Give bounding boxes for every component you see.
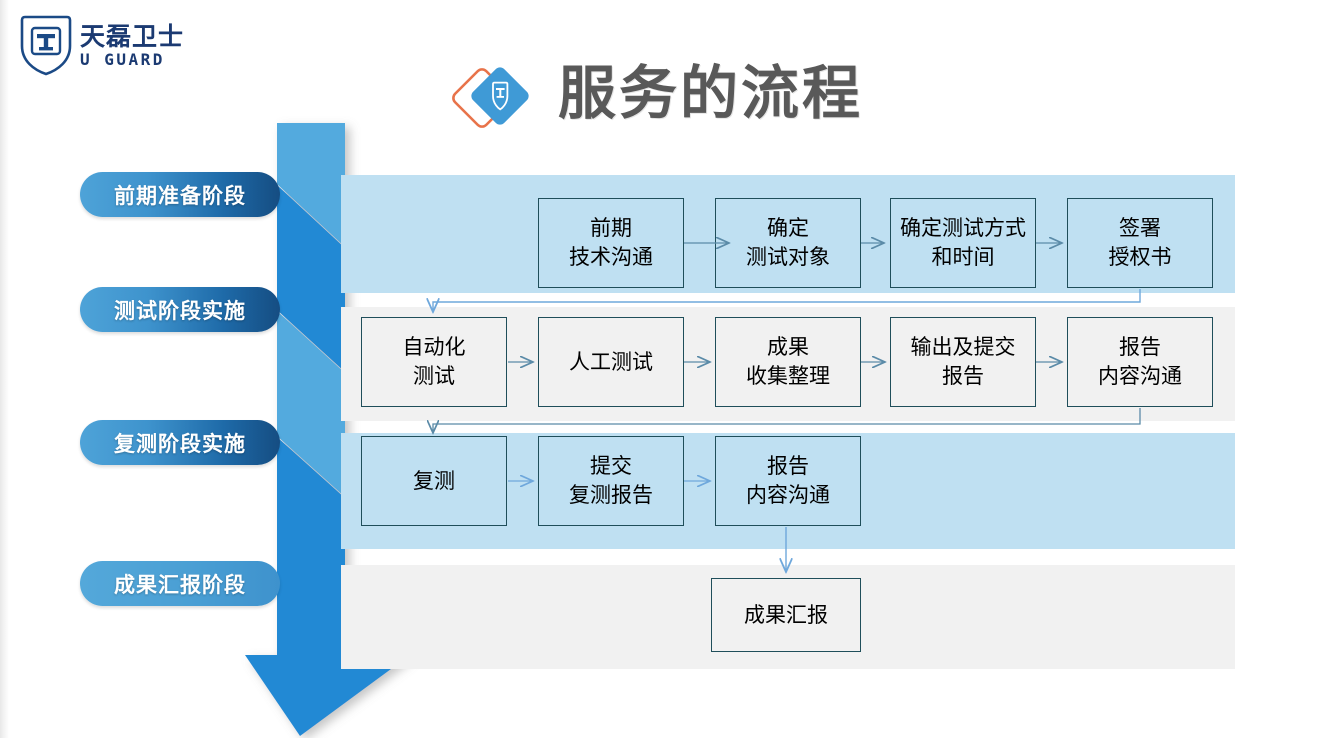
flow-box-r4-c1[interactable]: 成果汇报 [711, 578, 861, 652]
stage-label-report[interactable]: 成果汇报阶段 [80, 561, 280, 606]
flow-box-r2-c2[interactable]: 人工测试 [538, 317, 684, 407]
stage-band-row-3 [341, 433, 1235, 549]
stage-band-row-1 [341, 175, 1235, 293]
flow-box-r2-c1[interactable]: 自动化 测试 [361, 317, 507, 407]
flow-box-r2-c4[interactable]: 输出及提交 报告 [890, 317, 1036, 407]
left-edge-strip [0, 0, 9, 738]
flow-box-r1-c4[interactable]: 签署 授权书 [1067, 198, 1213, 288]
flow-box-r3-c1[interactable]: 复测 [361, 436, 507, 526]
brand-logo-text: 天磊卫士 U GUARD [80, 24, 184, 69]
brand-name-cn: 天磊卫士 [80, 22, 185, 51]
flow-box-r1-c3[interactable]: 确定测试方式 和时间 [890, 198, 1036, 288]
page-title: 服务的流程 [558, 59, 864, 127]
flow-box-r1-c1[interactable]: 前期 技术沟通 [538, 198, 684, 288]
flow-box-r3-c3[interactable]: 报告 内容沟通 [715, 436, 861, 526]
stage-label-testing[interactable]: 测试阶段实施 [80, 287, 280, 332]
stage-band-row-2 [341, 307, 1235, 421]
flow-box-r1-c2[interactable]: 确定 测试对象 [715, 198, 861, 288]
flow-box-r3-c2[interactable]: 提交 复测报告 [538, 436, 684, 526]
diamond-shield-icon [452, 67, 529, 128]
flow-box-r2-c5[interactable]: 报告 内容沟通 [1067, 317, 1213, 407]
brand-logo: 天磊卫士 U GUARD [18, 14, 268, 76]
stage-label-retest[interactable]: 复测阶段实施 [80, 420, 280, 465]
stage-label-preparation[interactable]: 前期准备阶段 [80, 172, 280, 217]
brand-name-en: U GUARD [80, 50, 165, 69]
shield-t-monogram-icon [20, 15, 72, 76]
flow-box-r2-c3[interactable]: 成果 收集整理 [715, 317, 861, 407]
